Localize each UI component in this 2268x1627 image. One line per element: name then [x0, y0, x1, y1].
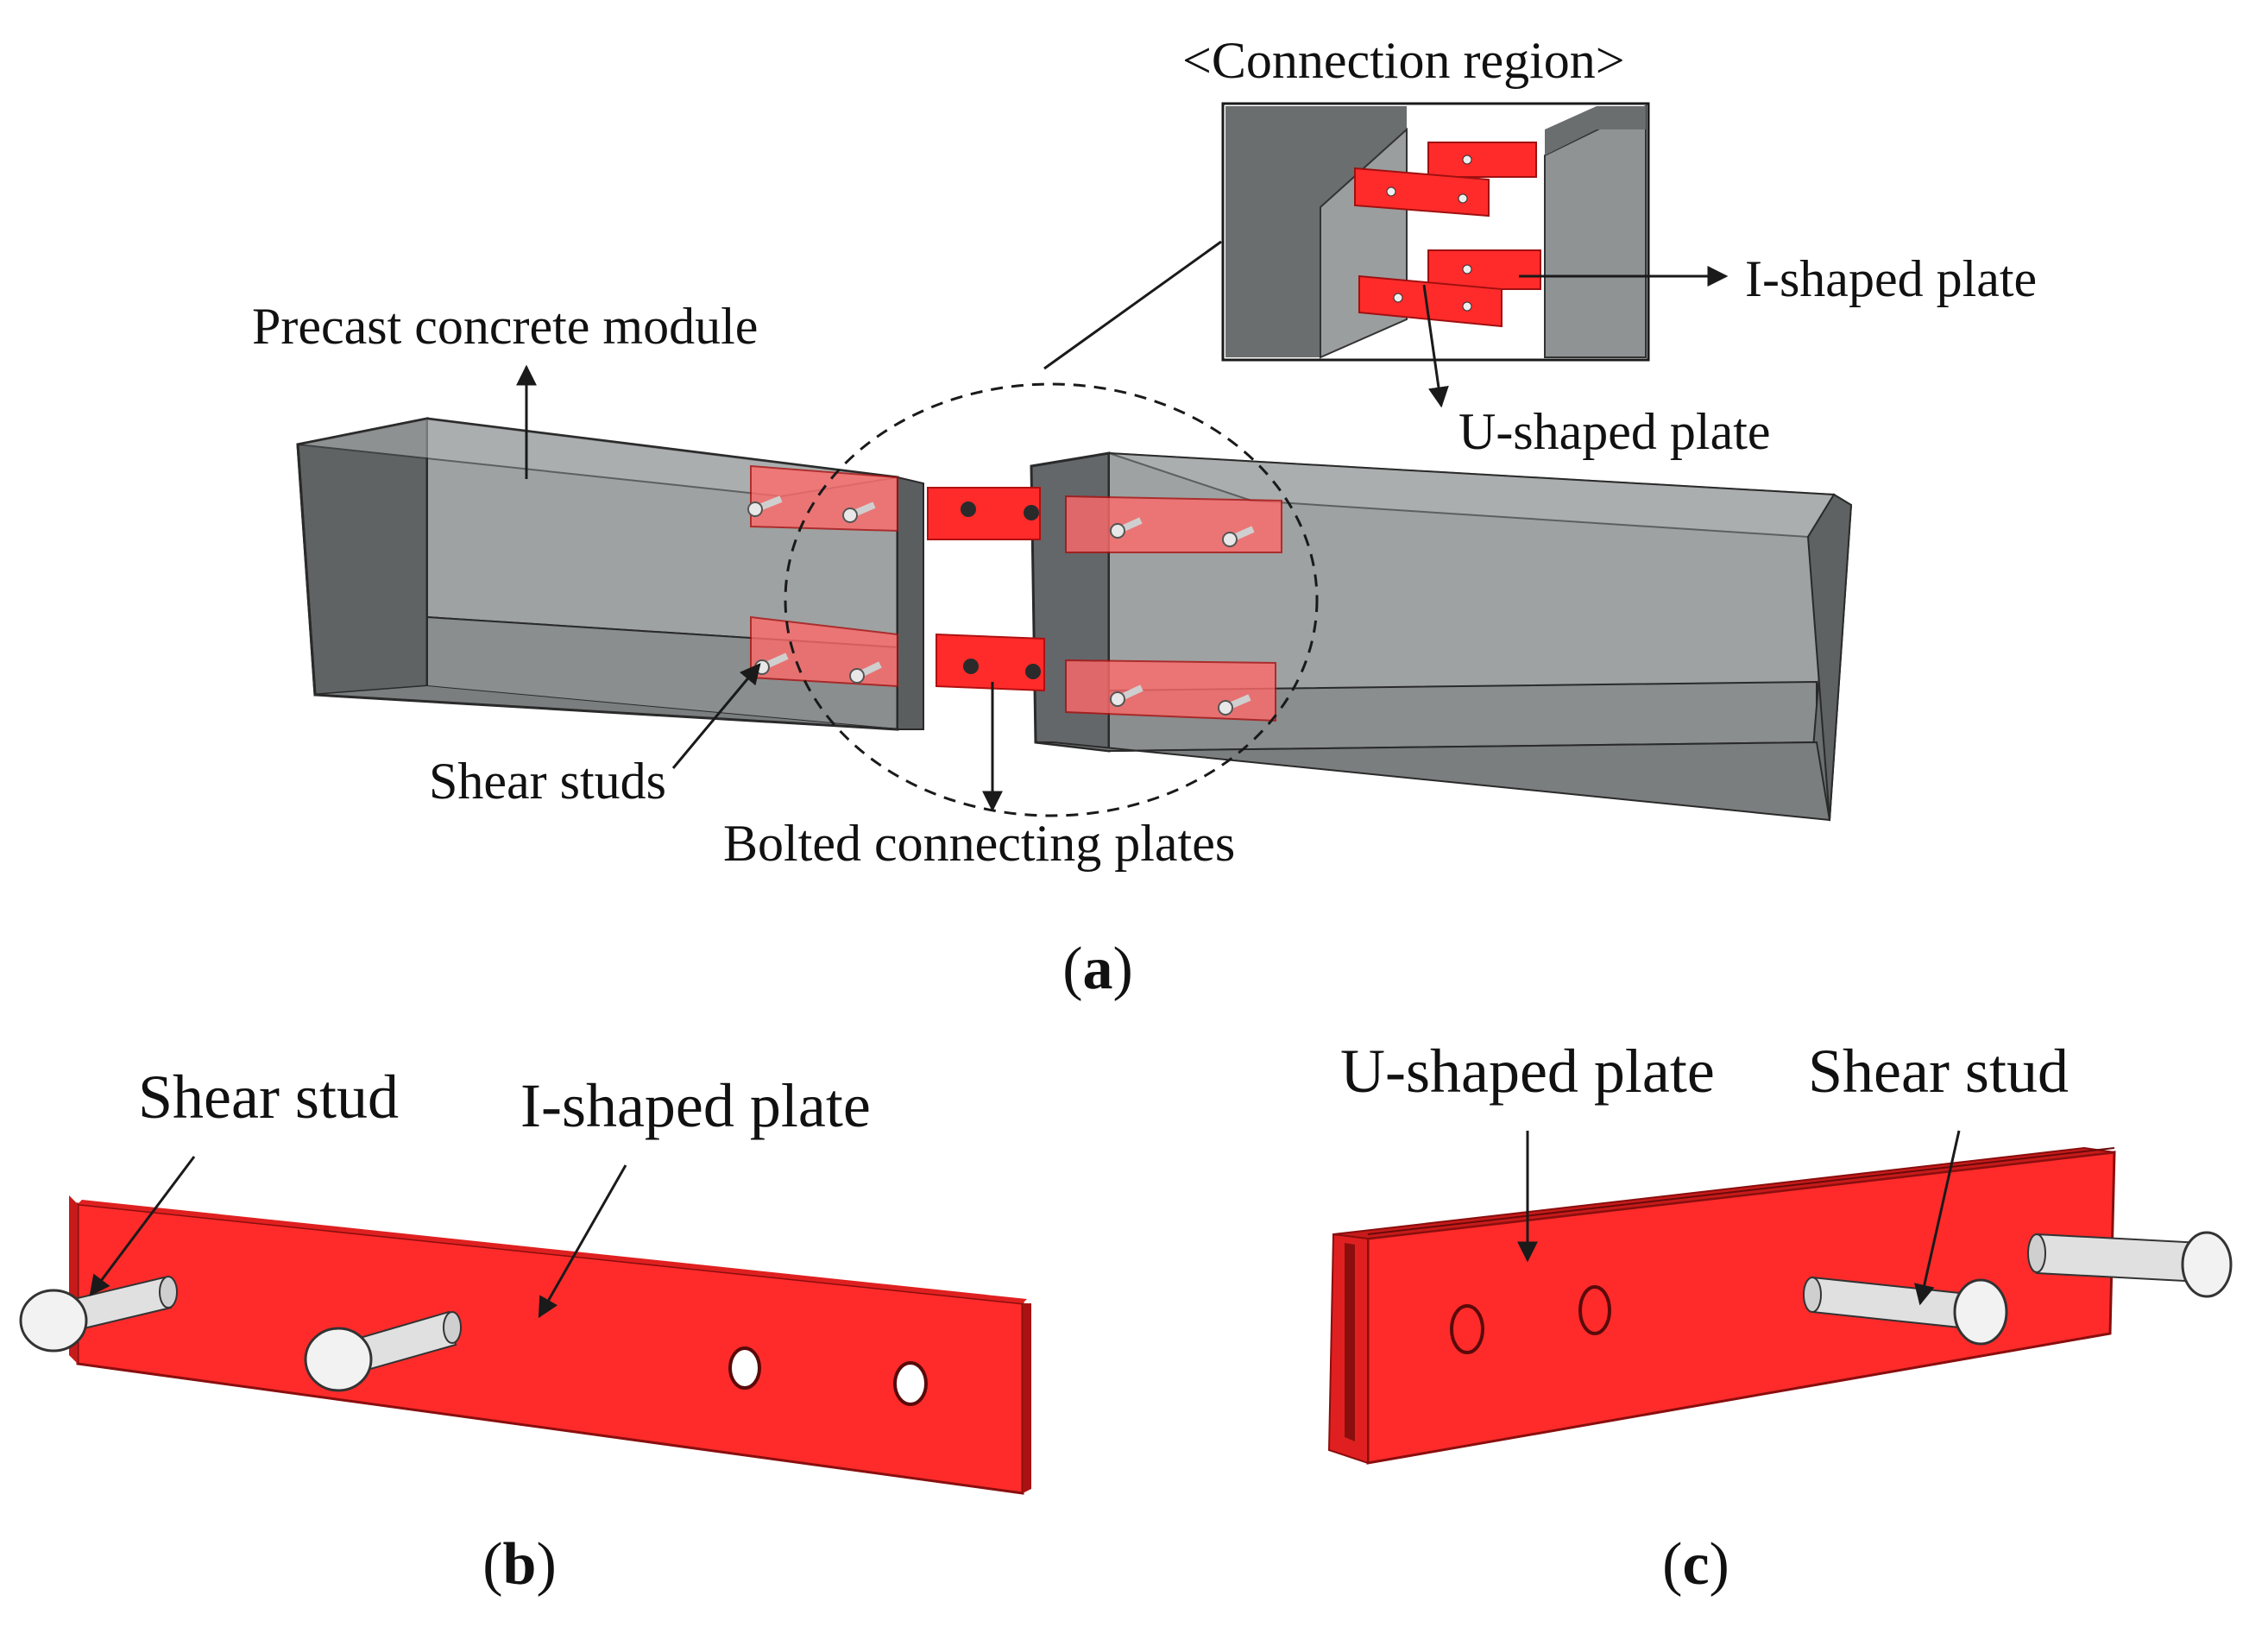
panel-a: <Connection region> Precast concrete mod…	[252, 32, 2037, 1002]
inset-title: <Connection region>	[1182, 32, 1625, 89]
shear-studs-a	[747, 495, 1255, 716]
bolt-hole	[1025, 664, 1041, 679]
caption-b: (b)	[482, 1531, 557, 1598]
label-shear-studs: Shear studs	[429, 753, 666, 810]
label-i-shaped-plate-b: I-shaped plate	[520, 1071, 871, 1140]
panel-c: U-shaped plate Shear stud (c)	[1327, 1037, 2233, 1598]
label-i-shaped-plate-a: I-shaped plate	[1745, 250, 2037, 307]
label-u-shaped-plate-a: U-shaped plate	[1458, 403, 1771, 460]
bolt-hole	[1024, 505, 1039, 520]
label-shear-stud-b: Shear stud	[138, 1063, 399, 1132]
shear-studs-b	[19, 1276, 462, 1392]
caption-c: (c)	[1662, 1531, 1729, 1598]
shear-studs-c	[1803, 1231, 2233, 1346]
i-shaped-plate-b	[69, 1195, 1031, 1495]
caption-a: (a)	[1062, 936, 1133, 1002]
label-u-shaped-plate-c: U-shaped plate	[1340, 1037, 1715, 1106]
bolt-hole	[961, 501, 976, 517]
connection-region-outline	[784, 382, 1319, 817]
connection-region-inset	[1221, 102, 1650, 362]
label-shear-stud-c: Shear stud	[1808, 1037, 2069, 1106]
bolt-hole	[963, 659, 979, 674]
panel-b: Shear stud I-shaped plate (b)	[19, 1063, 1031, 1598]
label-precast-module: Precast concrete module	[252, 298, 758, 355]
label-bolted-plates: Bolted connecting plates	[723, 815, 1235, 872]
